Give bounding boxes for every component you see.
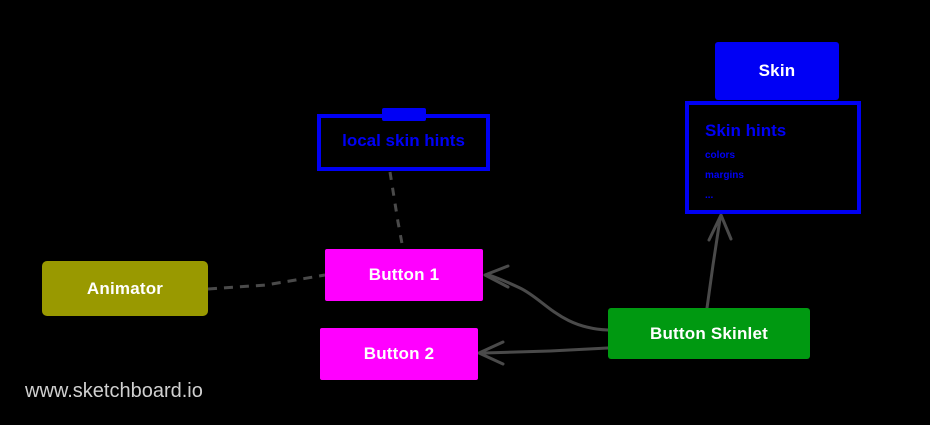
node-skin-hints-title: Skin hints xyxy=(705,121,787,140)
node-button-skinlet-label: Button Skinlet xyxy=(649,323,768,343)
node-animator-label: Animator xyxy=(86,278,164,298)
node-local-skin-hints-title: local skin hints xyxy=(342,131,465,150)
arrowhead-skinlet-to-button1 xyxy=(483,264,510,289)
node-button-2-label: Button 2 xyxy=(363,344,435,363)
edge-skinlet-to-button2 xyxy=(482,346,610,355)
node-skin-label: Skin xyxy=(758,61,796,80)
node-skin-hints-item-colors: colors xyxy=(705,150,736,161)
node-skin-hints-item-ellipsis: ... xyxy=(705,190,714,201)
node-button-2[interactable]: Button 2 xyxy=(320,328,478,380)
edge-animator-to-button1 xyxy=(207,273,326,291)
node-animator[interactable]: Animator xyxy=(42,261,208,316)
node-button-1[interactable]: Button 1 xyxy=(325,249,483,301)
node-button-skinlet[interactable]: Button Skinlet xyxy=(608,308,810,359)
node-button-1-label: Button 1 xyxy=(368,265,440,284)
arrowhead-skinlet-to-button2 xyxy=(477,340,505,366)
note-tab-icon xyxy=(382,108,426,121)
watermark-sketchboard: www.sketchboard.io xyxy=(25,380,203,402)
edge-skinlet-to-skin-hints xyxy=(705,217,722,310)
edge-local-skin-hints-to-button1 xyxy=(388,171,405,250)
node-skin-hints-item-margins: margins xyxy=(705,170,744,181)
arrowhead-skinlet-to-skin-hints xyxy=(707,213,733,242)
edge-skinlet-to-button1 xyxy=(487,273,610,332)
node-skin-hints[interactable]: Skin hints colors margins ... xyxy=(685,101,861,214)
node-skin[interactable]: Skin xyxy=(715,42,839,100)
node-local-skin-hints[interactable]: local skin hints xyxy=(317,108,490,171)
